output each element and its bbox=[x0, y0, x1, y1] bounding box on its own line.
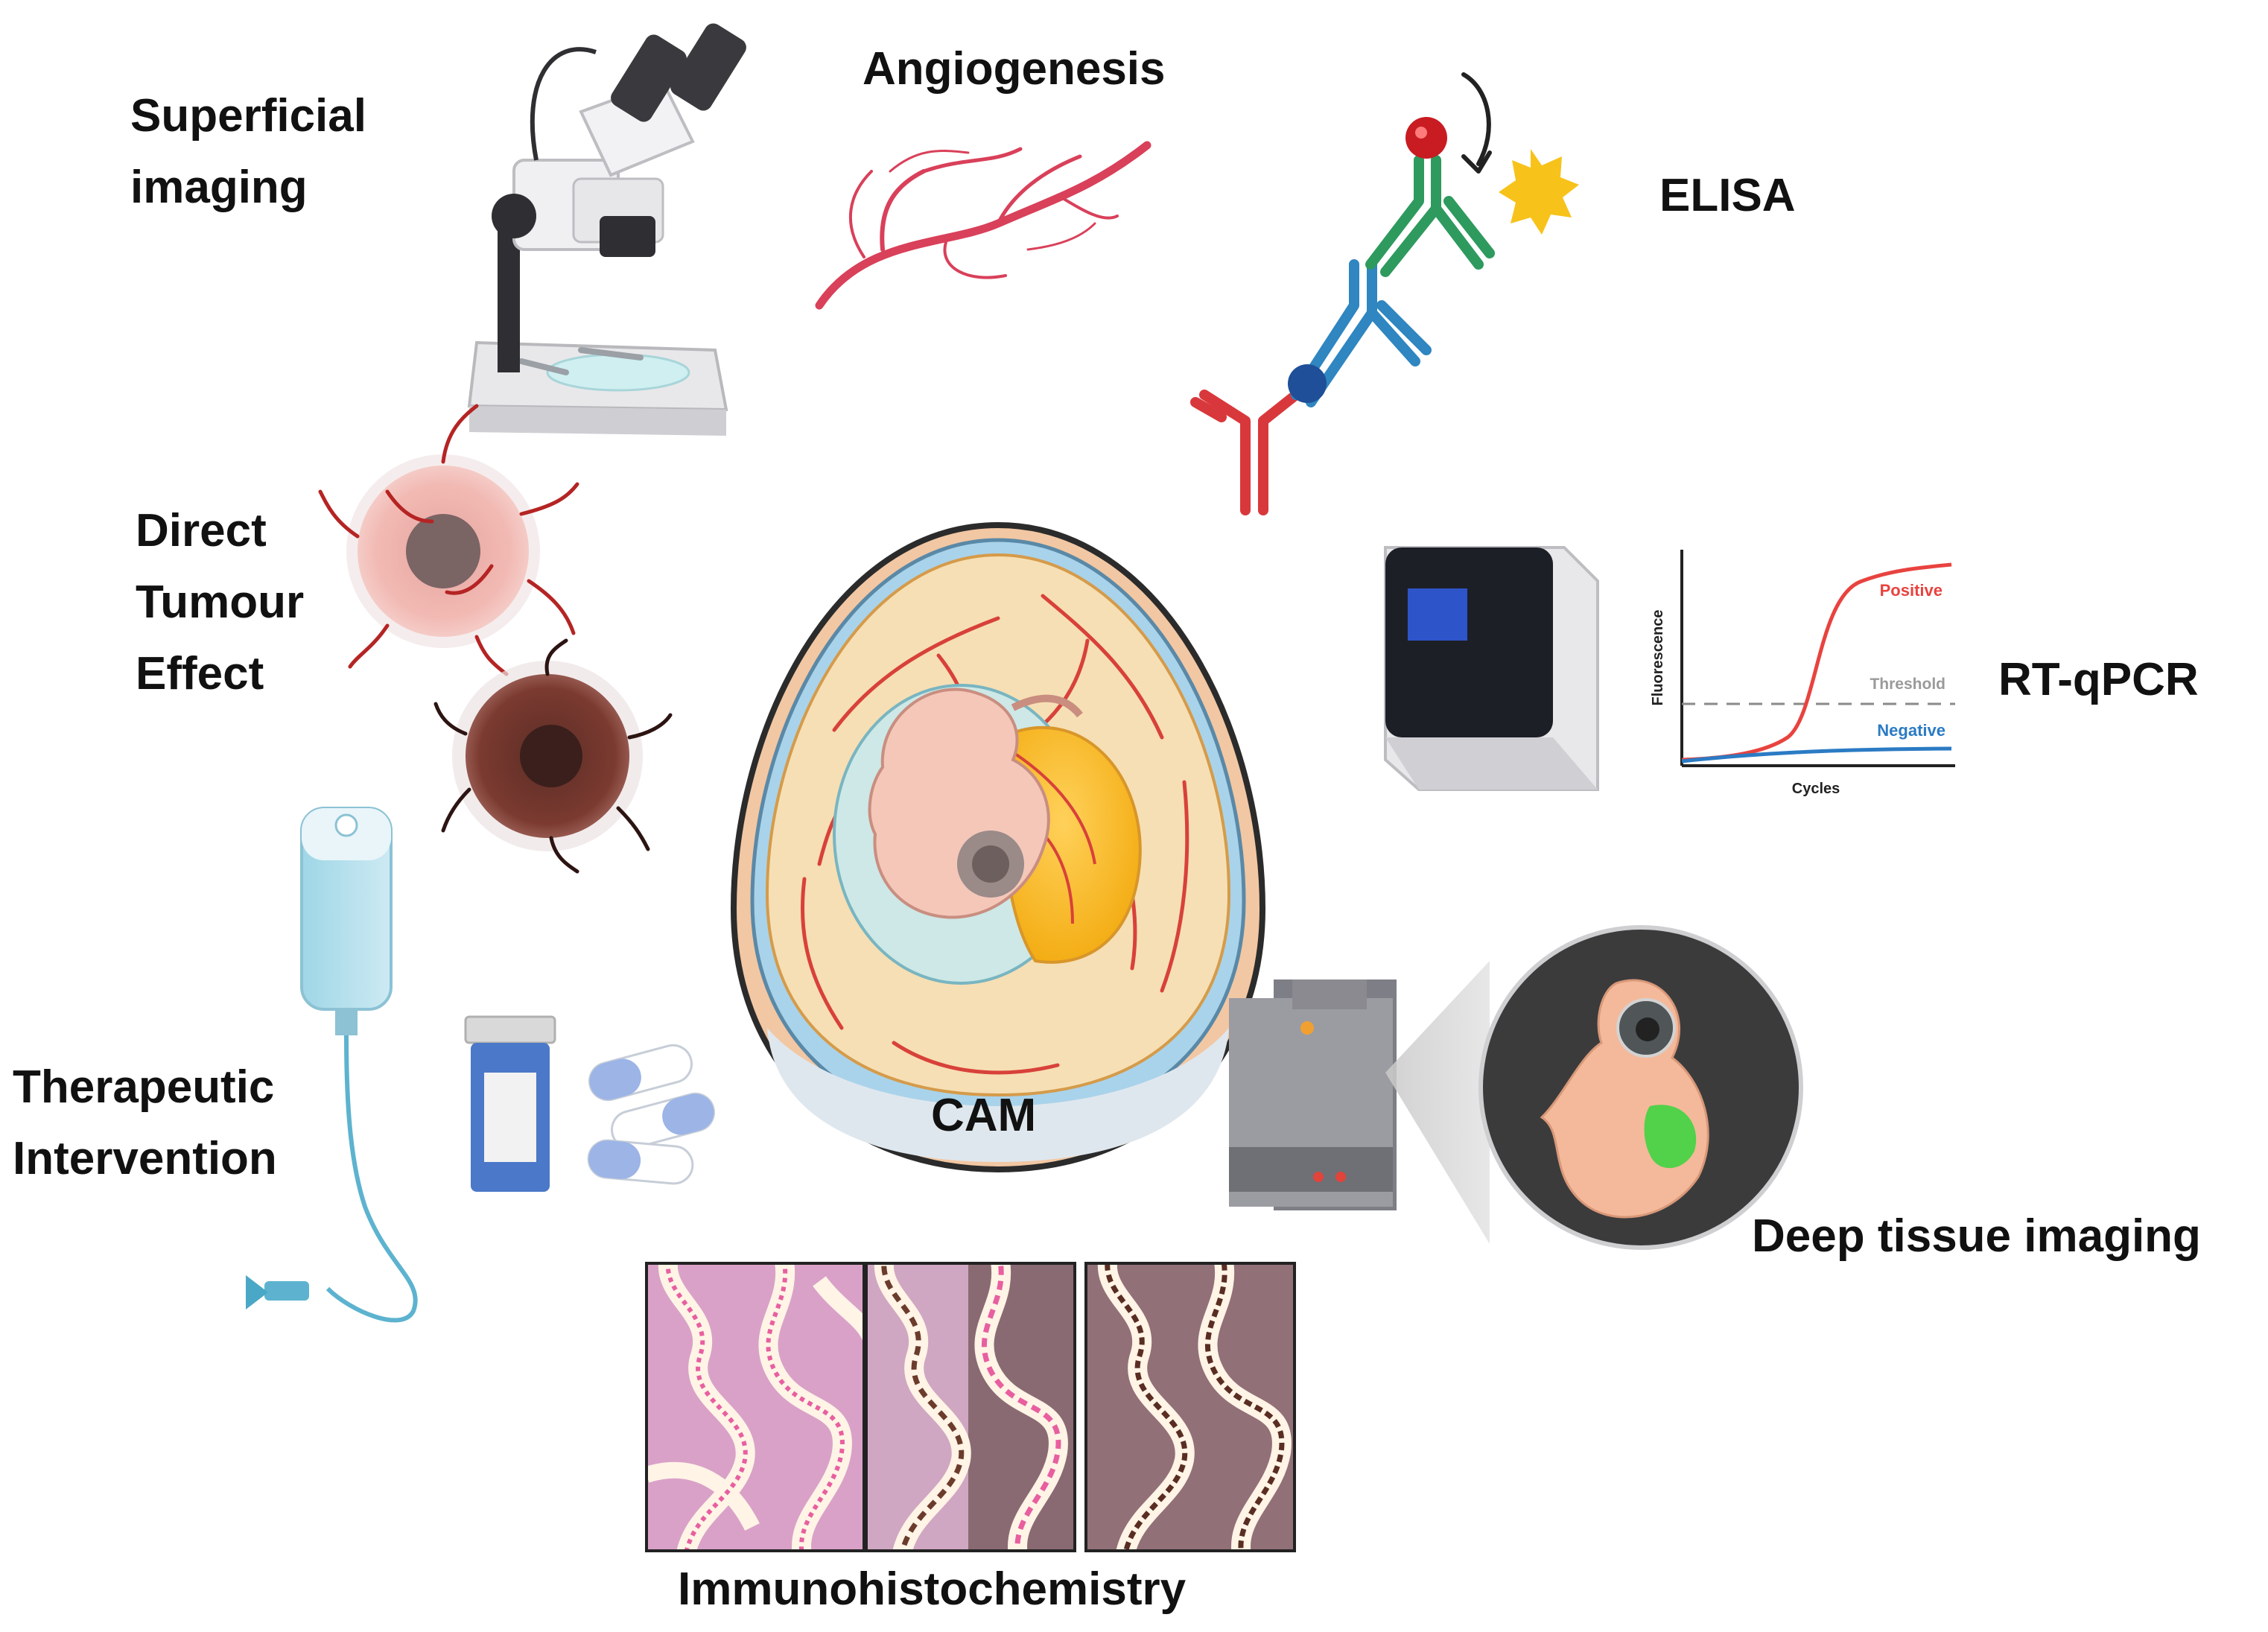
cam-egg-icon bbox=[730, 521, 1266, 1173]
label-line: CAM bbox=[931, 1090, 1037, 1141]
label-deep-tissue-imaging: Deep tissue imaging bbox=[1752, 1201, 2201, 1272]
y-axis-label: Fluorescence bbox=[1650, 610, 1666, 706]
pill-bottle-icon bbox=[464, 1015, 556, 1192]
qpcr-amplification-plot: Positive Threshold Negative Cycles Fluor… bbox=[1650, 550, 1955, 797]
label-line: Superficial bbox=[130, 90, 366, 142]
label-angiogenesis: Angiogenesis bbox=[863, 34, 1166, 105]
star-icon bbox=[1499, 149, 1579, 235]
label-line: Deep tissue imaging bbox=[1752, 1210, 2201, 1262]
label-line: Therapeutic bbox=[13, 1061, 275, 1113]
label-line: RT-qPCR bbox=[1998, 654, 2199, 705]
label-line: Effect bbox=[136, 648, 264, 700]
ihc-panel-2 bbox=[866, 1263, 1075, 1551]
label-line: Intervention bbox=[13, 1133, 277, 1185]
label-line: ELISA bbox=[1659, 170, 1796, 221]
tumour-brown-icon bbox=[433, 638, 673, 874]
label-therapeutic-intervention: Therapeutic Intervention bbox=[13, 1052, 277, 1195]
iv-bag-icon bbox=[246, 807, 418, 1323]
capsules-icon bbox=[587, 1044, 715, 1185]
negative-curve bbox=[1681, 746, 1952, 763]
microscope-icon bbox=[467, 23, 746, 436]
label-direct-tumour-effect: Direct Tumour Effect bbox=[136, 495, 304, 710]
x-axis-label: Cycles bbox=[1792, 781, 1840, 797]
label-rt-qpcr: RT-qPCR bbox=[1998, 644, 2199, 716]
qpcr-machine-icon bbox=[1384, 546, 1599, 791]
label-line: Immunohistochemistry bbox=[678, 1563, 1187, 1615]
label-immunohistochemistry: Immunohistochemistry bbox=[678, 1554, 1186, 1625]
label-line: Angiogenesis bbox=[863, 43, 1166, 95]
label-elisa: ELISA bbox=[1659, 160, 1796, 232]
threshold-label: Threshold bbox=[1870, 676, 1945, 693]
positive-curve bbox=[1681, 562, 1952, 762]
tumour-pink-icon bbox=[318, 404, 579, 676]
ihc-panel-3 bbox=[1086, 1263, 1295, 1551]
label-line: Tumour bbox=[136, 577, 305, 629]
blood-vessels-icon bbox=[815, 141, 1152, 310]
label-line: Direct bbox=[136, 505, 267, 556]
elisa-antibody-icon bbox=[1190, 72, 1579, 515]
label-cam: CAM bbox=[931, 1080, 1036, 1152]
label-superficial-imaging: Superficial imaging bbox=[130, 80, 366, 223]
imaging-system-icon bbox=[1229, 961, 1490, 1244]
ihc-panel-1 bbox=[647, 1263, 864, 1551]
negative-label: Negative bbox=[1877, 721, 1945, 740]
embryo-fluorescence-icon bbox=[1478, 925, 1803, 1250]
label-line: imaging bbox=[130, 162, 308, 214]
positive-label: Positive bbox=[1880, 581, 1943, 600]
